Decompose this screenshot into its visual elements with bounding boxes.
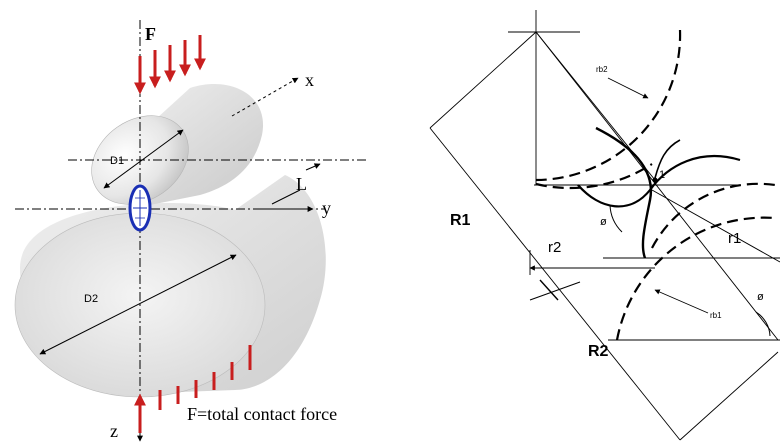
r1-r2-split-mark [529, 281, 581, 301]
base-circle-upper-arc [535, 29, 682, 182]
gear-tooth-tip [654, 139, 681, 179]
cylinder-d2 [14, 175, 326, 398]
top-force-arrows [134, 35, 206, 95]
d1-label: D1 [110, 155, 124, 167]
pitch-circle-lower-arc [651, 182, 776, 249]
z-axis-label: z [110, 421, 118, 441]
length-label: L [296, 174, 307, 194]
pitch-circle-upper-arc [535, 163, 653, 190]
y-axis-label: y [322, 198, 331, 218]
length-arrow [305, 163, 321, 171]
bottom-force-arrows [134, 345, 252, 433]
d2-label: D2 [84, 293, 98, 305]
gear-geometry-figure: R1 R2 r2 r1 rb2 rb1 ø ø 1 [429, 10, 780, 441]
force-label: F [145, 24, 156, 44]
rb1-leader [654, 289, 709, 314]
pressure-angle-arc [609, 204, 623, 233]
d1-dimension-line [103, 129, 184, 189]
pitch-point [652, 177, 658, 183]
cylinder-d1 [91, 84, 264, 205]
total-force-label: F=total contact force [187, 404, 337, 424]
line-of-centers [535, 31, 779, 341]
phi-label: ø [600, 216, 607, 228]
contact-patch-ellipse [128, 184, 152, 232]
gear-tooth-profile-1 [595, 126, 653, 259]
phi-label-lower: ø [757, 291, 764, 303]
cylinder-contact-figure: D1 D2 L F [14, 20, 368, 442]
pressure-angle-arc-lower [755, 311, 771, 337]
rb1-label: rb1 [710, 311, 722, 320]
r1-r2-dimension-line [429, 127, 681, 441]
r2-label: r2 [548, 239, 561, 256]
r2-right-extension [679, 351, 779, 441]
rb2-leader [607, 77, 649, 99]
base-circle-lower-arc [615, 216, 776, 341]
x-axis-label: x [305, 70, 314, 90]
length-leader-line [271, 189, 301, 205]
x-axis-arrow [231, 77, 299, 117]
gear-tooth-profile-2 [577, 155, 741, 208]
r1-r2-split-tick [539, 279, 559, 301]
r1-dimension-line [651, 189, 780, 263]
r1-label: r1 [728, 230, 741, 247]
r1-left-extension [429, 31, 537, 129]
big-r1-label: R1 [450, 212, 471, 229]
d2-dimension-line [39, 254, 237, 355]
rb2-label: rb2 [596, 65, 608, 74]
pitch-point-label: 1 [659, 169, 665, 181]
big-r2-label: R2 [588, 343, 609, 360]
